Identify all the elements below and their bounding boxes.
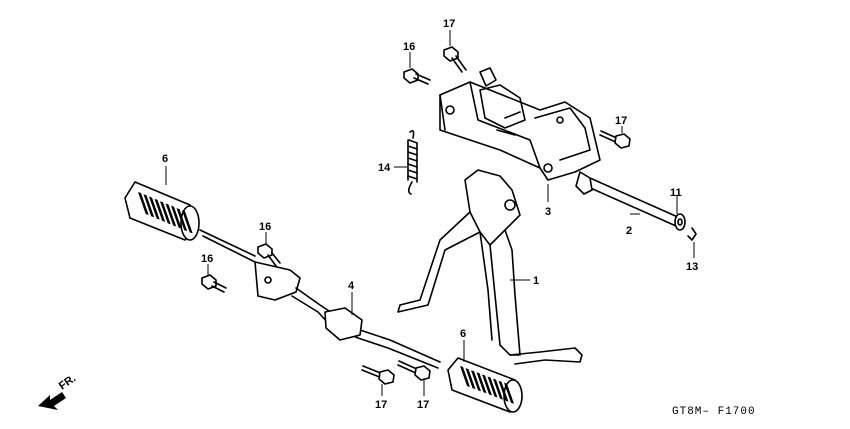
callout-16-left: 16 [201,253,213,265]
callout-16-mid: 16 [259,221,271,233]
rubber-rib [165,203,177,227]
rubber-rib [160,201,171,225]
drawing-code: GT8M– F1700 [672,406,756,418]
rubber-rib [487,376,498,398]
callout-13: 13 [686,261,698,273]
bolt-16-left [201,274,227,293]
rubber-rib [498,380,509,402]
rubber-rib [471,370,481,392]
footpeg-right [447,357,523,413]
rubber-rib [138,192,149,215]
rubber-rib [493,378,503,400]
front-direction-arrow: FR. [38,372,78,410]
rubber-rib [460,366,470,387]
stand-bracket [439,67,601,181]
callout-17-bottom-left: 17 [375,399,387,411]
rubber-rib [504,382,514,404]
bolt-17-bottom-right [397,360,431,381]
callout-1: 1 [533,275,539,287]
rubber-rib [143,194,155,218]
rubber-rib [154,198,166,222]
callout-3: 3 [545,206,551,218]
rubber-rib [482,374,492,396]
bolt-17-top [443,46,467,73]
bolt-16-upper [403,68,431,85]
callout-6-right: 6 [460,328,466,340]
rubber-rib [171,205,182,229]
callout-17-right: 17 [615,115,627,127]
rubber-rib [476,372,487,394]
rubber-rib [176,208,188,232]
return-spring [407,130,418,195]
footpeg-bar [254,261,441,369]
rubber-rib [182,210,193,234]
pivot-shaft [575,171,697,241]
svg-text:FR.: FR. [57,372,78,392]
callout-6-left: 6 [162,153,168,165]
bolt-17-bottom-left [361,365,395,385]
callout-14: 14 [378,162,391,174]
rubber-rib [465,368,476,390]
callout-4: 4 [348,280,355,292]
footpeg-left [124,181,256,263]
bolt-17-right [599,130,631,149]
callout-11: 11 [670,187,682,199]
main-stand [397,169,583,365]
leader-lines [165,30,695,396]
callout-16-top: 16 [403,41,415,53]
rubber-rib [149,196,160,220]
callout-2: 2 [626,225,632,237]
callout-17-bottom-right: 17 [417,399,429,411]
callout-17-top: 17 [443,18,455,30]
